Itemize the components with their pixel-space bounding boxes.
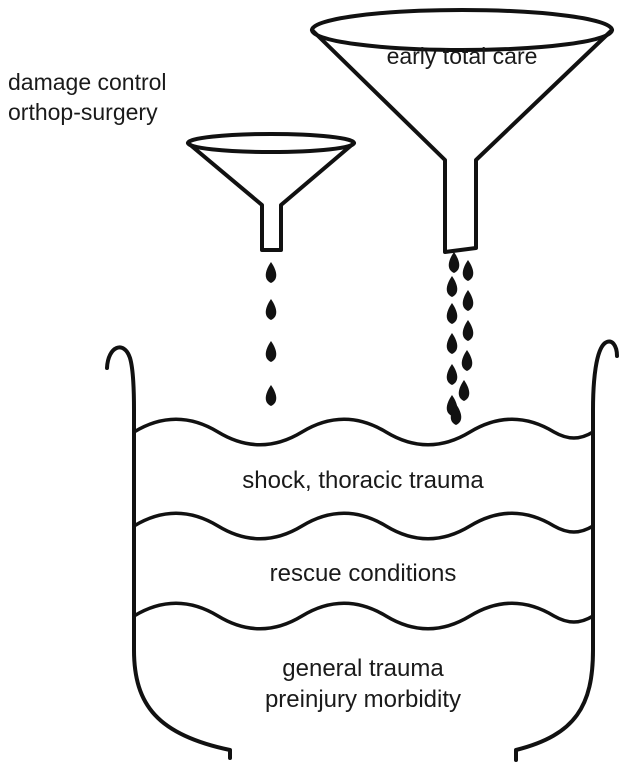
bucket-right-wall bbox=[516, 341, 617, 760]
small-funnel-body bbox=[188, 143, 354, 250]
drops-small-funnel bbox=[266, 262, 277, 406]
drop bbox=[447, 303, 458, 324]
drop bbox=[447, 333, 458, 354]
drop bbox=[266, 385, 277, 406]
drop bbox=[266, 299, 277, 320]
drop bbox=[447, 364, 458, 385]
large-funnel: early total care bbox=[312, 10, 612, 252]
drops-large-funnel bbox=[447, 252, 474, 425]
drop bbox=[463, 320, 474, 341]
early-total-care-label: early total care bbox=[387, 43, 538, 69]
drop bbox=[463, 260, 474, 281]
layer-label-rescue: rescue conditions bbox=[270, 560, 457, 587]
small-funnel-rim bbox=[188, 134, 354, 152]
bucket-left-wall bbox=[107, 347, 230, 758]
damage-control-label-line1: damage control bbox=[8, 69, 167, 95]
damage-control-label-line2: orthop-surgery bbox=[8, 99, 158, 125]
drop bbox=[447, 276, 458, 297]
drop bbox=[449, 252, 460, 273]
drop bbox=[266, 341, 277, 362]
layer-divider-wave-2 bbox=[134, 603, 593, 629]
small-funnel bbox=[188, 134, 354, 250]
layer-label-general-trauma: general trauma bbox=[282, 655, 444, 682]
layer-divider-wave-1 bbox=[134, 513, 593, 539]
layer-label-preinjury: preinjury morbidity bbox=[265, 686, 461, 713]
drop bbox=[459, 380, 470, 401]
drop bbox=[462, 350, 473, 371]
liquid-surface-wave bbox=[134, 419, 593, 445]
drop bbox=[463, 290, 474, 311]
drop bbox=[266, 262, 277, 283]
layer-label-shock: shock, thoracic trauma bbox=[242, 467, 484, 494]
